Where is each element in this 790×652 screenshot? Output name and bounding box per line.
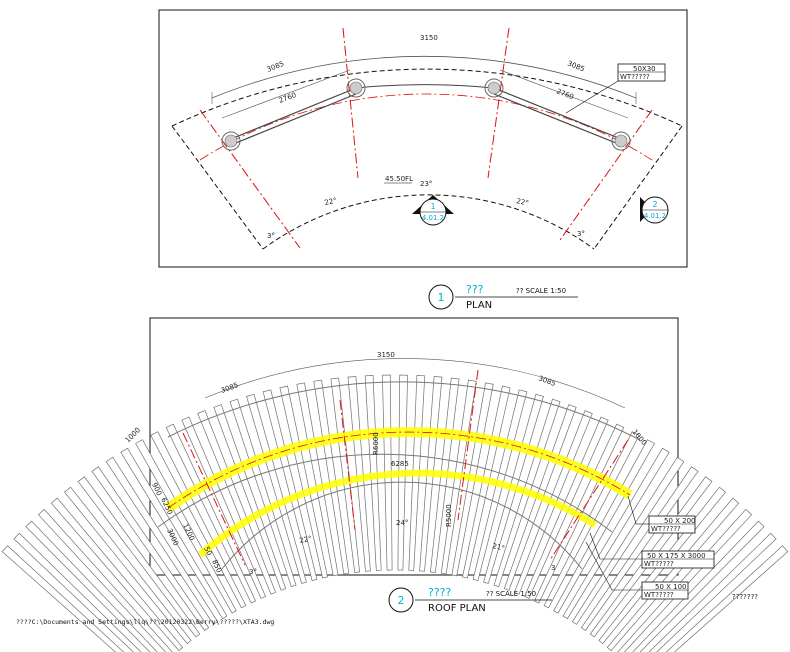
plan-dim-right: 3085	[566, 59, 586, 73]
roof-base-arc	[221, 481, 583, 570]
roof-slats	[1, 374, 789, 652]
roof-side-3: 1200	[181, 522, 196, 542]
roof-slat	[50, 497, 184, 652]
roof-slat	[91, 466, 210, 631]
roof-radius-2: R5000	[445, 504, 453, 527]
plan-title-cn: ???	[466, 283, 484, 296]
plan-angle-left: 22°	[324, 197, 338, 207]
roof-dim-top: 3150	[377, 351, 395, 359]
roof-angle-left: 22°	[299, 535, 313, 545]
roof-slat	[347, 376, 371, 572]
section-mark-2: 2 4.01.2	[640, 196, 669, 224]
plan-columns	[221, 78, 631, 151]
plan-beam-left-b	[230, 93, 357, 146]
roof-title-cn: ????	[428, 586, 452, 599]
plan-beam-left-a	[230, 87, 357, 140]
roof-side-note: ???????	[732, 593, 758, 601]
plan-beam-mid	[355, 84, 495, 89]
plan-centerline-3	[199, 109, 301, 249]
roof-slat	[13, 532, 142, 652]
roof-slat	[77, 476, 201, 638]
roof-dim-arc	[204, 358, 626, 409]
roof-slat	[105, 456, 219, 625]
roof-slat	[135, 439, 237, 614]
roof-slat	[1, 545, 125, 652]
roof-slat	[571, 456, 685, 625]
plan-level-mark: 45.50FL	[385, 175, 413, 183]
section-mark-1: 1 4.01.2	[412, 195, 454, 226]
plan-centerline-1	[342, 27, 359, 179]
plan-title-number: 1	[438, 291, 445, 304]
roof-title-en: ROOF PLAN	[428, 603, 486, 614]
roof-radius-1: R6000	[372, 432, 380, 455]
plan-dim-right-beam: 2760	[555, 87, 575, 101]
section-mark-2-num: 2	[652, 200, 657, 209]
plan-angle-small-right: 3°	[577, 230, 585, 238]
plan-dim-top: 3150	[420, 34, 438, 42]
roof-slat	[665, 545, 789, 652]
plan-frame	[158, 9, 688, 268]
roof-tag-3-code: WT?????	[644, 591, 674, 599]
plan-outer-arc	[171, 68, 683, 127]
roof-outer-arc	[167, 381, 641, 441]
roof-tag-2-size: 50 X 175 X 3000	[647, 552, 706, 560]
roof-angle-mid: 24°	[396, 519, 408, 527]
roof-side-5: 50	[202, 545, 213, 556]
plan-angle-mid: 23°	[420, 180, 432, 188]
roof-tag-1-code: WT?????	[651, 525, 681, 533]
plan-angle-small-left: 3°	[267, 232, 275, 240]
plan-inner-arc	[262, 194, 595, 250]
plan-member-tag: 50X30 WT?????	[565, 63, 666, 114]
section-mark-1-ref: 4.01.2	[422, 214, 444, 222]
plan-beam-right-a	[493, 87, 622, 140]
roof-slat	[37, 508, 173, 652]
roof-dim-left: 3085	[220, 381, 239, 395]
roof-angle-right: 21°	[492, 542, 506, 552]
roof-angle-small-left: 3°	[249, 568, 257, 576]
roof-title-scale: ?? SCALE 1:50	[486, 590, 536, 598]
plan-angle-right: 22°	[516, 197, 530, 207]
roof-inner-arc	[157, 453, 613, 533]
roof-frame	[149, 317, 679, 576]
roof-highlight-lower	[197, 469, 597, 558]
plan-dim-left-beam: 2760	[278, 91, 298, 105]
roof-slat	[562, 447, 670, 620]
plan-centerline-2	[487, 27, 510, 179]
plan-right-edge	[593, 125, 683, 250]
roof-angle-small-right: 3	[551, 564, 555, 572]
plan-tag-code: WT?????	[620, 73, 650, 81]
roof-beam-centerline	[167, 431, 631, 509]
plan-arc-centerline	[199, 93, 653, 161]
roof-slat	[150, 431, 247, 609]
roof-slat	[64, 486, 192, 645]
plan-title-en: PLAN	[466, 300, 492, 311]
plan-beam-right-b	[493, 93, 622, 146]
plan-left-edge	[171, 125, 264, 250]
plan-tag-size: 50X30	[633, 65, 656, 73]
roof-tag-1-size: 50 X 200	[664, 517, 696, 525]
roof-slat	[606, 497, 740, 652]
roof-member-tags: 50 X 200 WT????? 50 X 175 X 3000 WT?????…	[585, 495, 715, 600]
roof-slat	[330, 377, 360, 573]
roof-title-block: 2 ???? ROOF PLAN ?? SCALE 1:50	[388, 586, 552, 614]
plan-dim-left: 3085	[266, 60, 286, 74]
plan-title-block: 1 ??? PLAN ?? SCALE 1:50	[428, 283, 578, 311]
section-mark-2-ref: 4.01.2	[644, 212, 666, 220]
roof-slat	[120, 447, 228, 620]
roof-tag-3-size: 50 X 100	[655, 583, 687, 591]
plan-dim-arc	[211, 56, 637, 99]
file-path: ????C:\Documents and Settings\llq\??\201…	[16, 618, 274, 626]
roof-dim-right: 3085	[537, 374, 556, 388]
roof-slat	[648, 532, 777, 652]
plan-title-scale: ?? SCALE 1:50	[516, 287, 566, 295]
roof-title-number: 2	[398, 594, 405, 607]
section-mark-1-num: 1	[430, 202, 435, 211]
roof-tag-2-code: WT?????	[644, 560, 674, 568]
plan-centerline-4	[559, 109, 653, 241]
roof-slat	[25, 520, 158, 652]
roof-arc-len: 6285	[391, 460, 409, 468]
